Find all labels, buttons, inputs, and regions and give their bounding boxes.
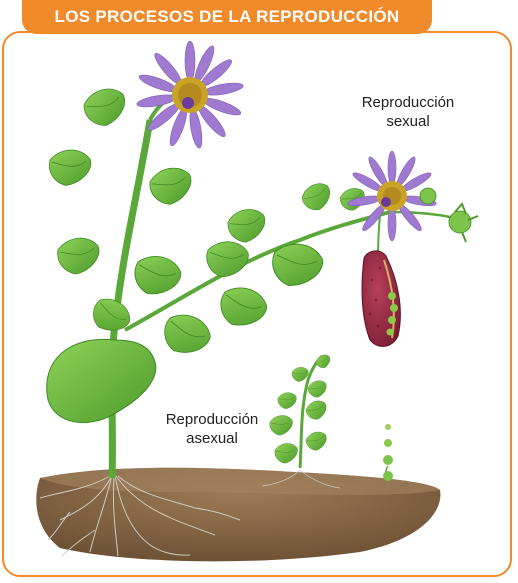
content-frame	[2, 31, 512, 577]
seedling-icon	[269, 353, 333, 469]
title-tab: LOS PROCESOS DE LA REPRODUCCIÓN	[22, 0, 432, 34]
flower-icon	[136, 40, 244, 149]
main-stem	[108, 119, 154, 479]
page-title: LOS PROCESOS DE LA REPRODUCCIÓN	[54, 7, 400, 26]
flower-icon	[347, 150, 437, 242]
branch-stem	[124, 210, 391, 332]
seed-pod-icon	[361, 250, 401, 347]
seed-icon	[383, 424, 393, 481]
roots	[39, 474, 241, 557]
bud-icon	[419, 187, 479, 243]
label-sexual-line2: sexual	[386, 113, 430, 130]
label-sexual-line1: Reproducción	[361, 94, 455, 111]
label-sexual-reproduction: Reproducción sexual	[338, 93, 478, 131]
large-leaf	[46, 338, 157, 424]
label-asexual-reproduction: Reproducción asexual	[142, 410, 282, 448]
label-asexual-line2: asexual	[186, 430, 238, 447]
label-asexual-line1: Reproducción	[165, 411, 259, 428]
